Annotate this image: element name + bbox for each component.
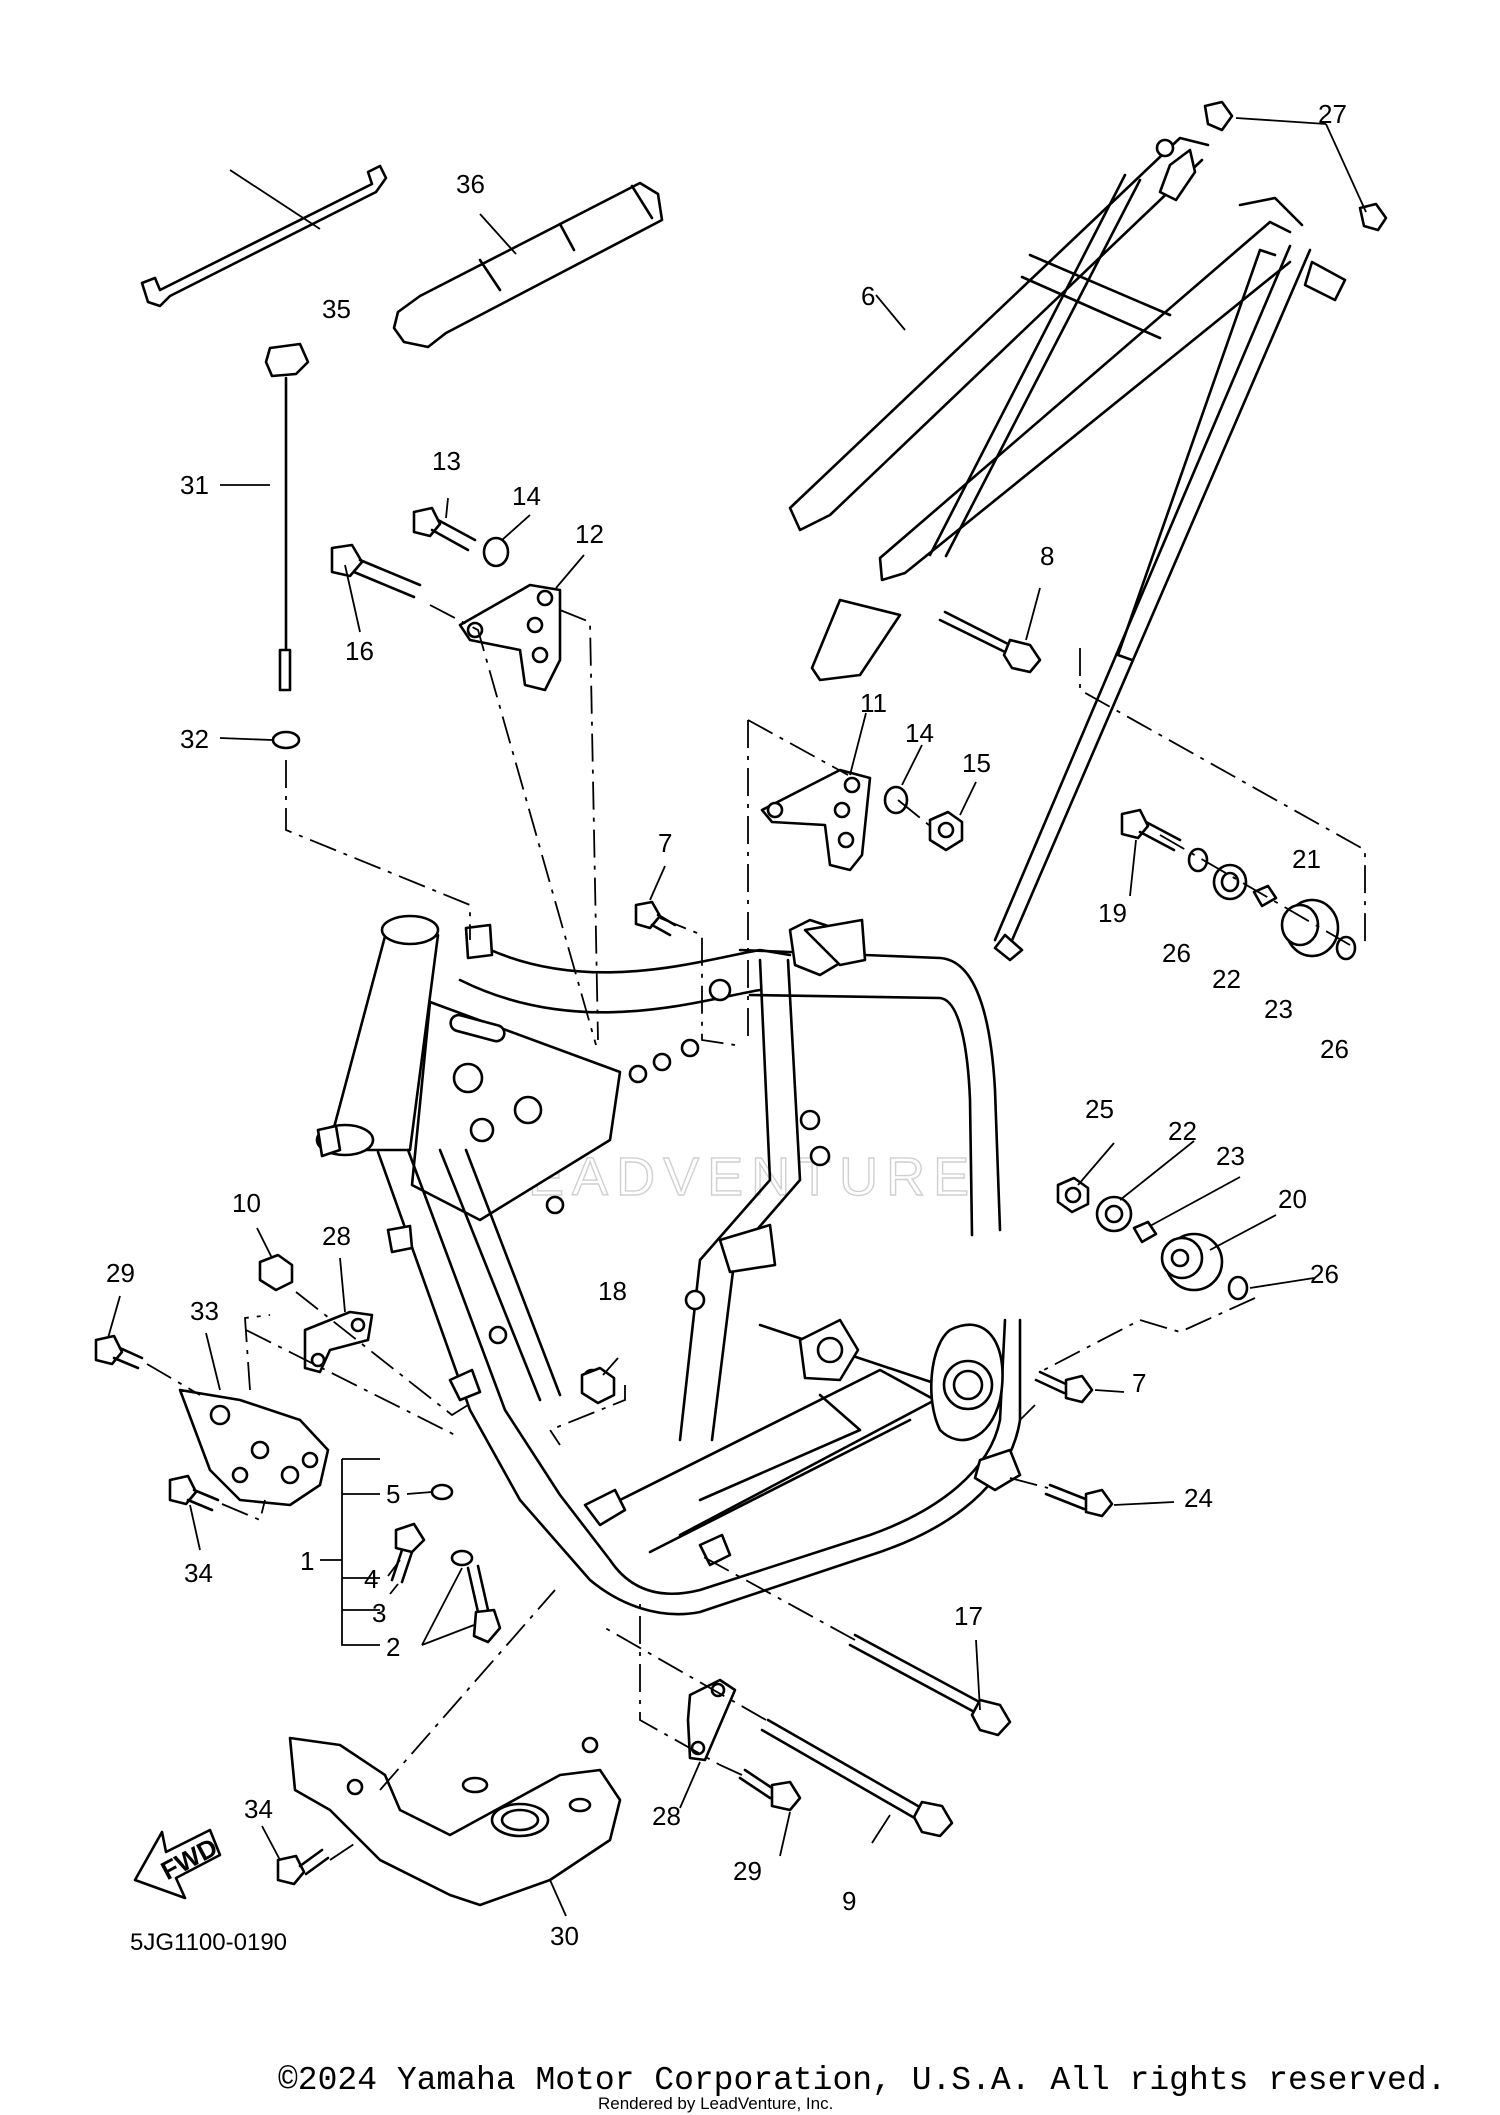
callout-2: 2 [386,1632,400,1662]
part-7-bolt-b[interactable] [1034,1370,1094,1404]
callout-34a: 34 [184,1558,213,1588]
part-34-bolt-b[interactable] [276,1848,330,1886]
callout-33: 33 [190,1296,219,1326]
fwd-arrow-icon: FWD [133,1828,222,1900]
part-19-bolt[interactable] [1120,808,1182,852]
callout-labels: 27 6 36 35 31 13 14 12 16 8 32 11 14 15 … [106,99,1349,1956]
callout-7a: 7 [658,828,672,858]
part-24-bolt[interactable] [1044,1483,1114,1518]
part-33-guard[interactable] [178,1388,330,1507]
part-2-bolt[interactable] [466,1564,502,1644]
callout-16: 16 [345,636,374,666]
callout-14a: 14 [512,481,541,511]
callout-30: 30 [550,1921,579,1951]
callout-29b: 29 [106,1258,135,1288]
part-20-bushing[interactable] [1160,1232,1224,1292]
part-28-bracket[interactable] [686,1678,737,1762]
part-13-bolt[interactable] [412,506,477,552]
callout-5: 5 [386,1479,400,1509]
callout-10: 10 [232,1188,261,1218]
part-31-dipstick[interactable] [264,342,310,692]
callout-35: 35 [322,294,351,324]
part-35-wrench[interactable] [140,164,388,308]
callout-8: 8 [1040,541,1054,571]
part-36-plug-wrench[interactable] [392,181,664,349]
callout-26c: 26 [1310,1259,1339,1289]
main-frame[interactable] [315,914,1022,1616]
part-5-washer[interactable] [430,1483,454,1501]
part-21-bushing[interactable] [1280,898,1340,958]
part-22-bushing[interactable] [1212,863,1248,901]
callout-1: 1 [300,1546,314,1576]
callout-22a: 22 [1212,964,1241,994]
part-9-bolt[interactable] [760,1718,954,1838]
callout-28b: 28 [322,1221,351,1251]
callout-13: 13 [432,446,461,476]
callout-18: 18 [598,1276,627,1306]
callout-36: 36 [456,169,485,199]
callout-26b: 26 [1320,1034,1349,1064]
part-25-nut[interactable] [1056,1176,1090,1214]
callout-9: 9 [842,1886,856,1916]
callout-22b: 22 [1168,1116,1197,1146]
callout-31: 31 [180,470,209,500]
callout-32: 32 [180,724,209,754]
part-34-bolt[interactable] [168,1474,220,1512]
callout-11: 11 [860,688,887,718]
part-8-bolt[interactable] [938,610,1042,674]
leader-lines [107,117,1367,1917]
copyright-notice: ©2024 Yamaha Motor Corporation, U.S.A. A… [278,2062,1447,2099]
callout-7b: 7 [1132,1368,1146,1398]
part-7-bolt[interactable] [634,900,677,937]
callout-26a: 26 [1162,938,1191,968]
callout-29a: 29 [733,1856,762,1886]
callout-3: 3 [372,1598,386,1628]
part-14-washer[interactable] [482,536,510,568]
part-11-engine-bracket[interactable] [760,768,872,872]
part-10-nut[interactable] [258,1253,294,1292]
part-28-bracket-b[interactable] [303,1310,374,1374]
callout-25: 25 [1085,1094,1114,1124]
part-26-washer-c[interactable] [1227,1275,1249,1301]
part-23-collar-b[interactable] [1132,1220,1158,1244]
part-32-washer[interactable] [271,730,301,750]
callout-23b: 23 [1216,1141,1245,1171]
part-29-bolt-b[interactable] [94,1334,144,1370]
part-14-washer-b[interactable] [883,785,909,815]
callout-24: 24 [1184,1483,1213,1513]
part-3-washer[interactable] [450,1549,474,1567]
callout-27: 27 [1318,99,1347,129]
callout-19: 19 [1098,898,1127,928]
callout-34b: 34 [244,1794,273,1824]
callout-4: 4 [364,1564,378,1594]
callout-17: 17 [954,1601,983,1631]
part-15-nut[interactable] [928,810,964,852]
callout-20: 20 [1278,1184,1307,1214]
callout-12: 12 [575,519,604,549]
callout-6: 6 [861,281,875,311]
part-4-bolt[interactable] [390,1522,426,1584]
callout-15: 15 [962,748,991,778]
callout-23a: 23 [1264,994,1293,1024]
part-29-bolt[interactable] [738,1768,802,1812]
part-18-nut[interactable] [580,1366,616,1405]
part-17-bolt[interactable] [848,1633,1012,1737]
callout-21: 21 [1292,844,1321,874]
callout-28a: 28 [652,1801,681,1831]
part-26-washer-b[interactable] [1335,935,1357,961]
part-6-rear-subframe[interactable] [788,136,1347,962]
part-22-bushing-b[interactable] [1095,1195,1133,1233]
callout-14b: 14 [905,718,934,748]
assembly-lines [146,604,1366,1861]
rendered-by-notice: Rendered by LeadVenture, Inc. [598,2094,834,2113]
part-12-engine-bracket[interactable] [458,583,562,692]
part-27-cap[interactable] [1203,100,1388,232]
diagram-code: 5JG1100-0190 [130,1929,287,1956]
part-16-bolt[interactable] [330,543,422,599]
part-30-skid-plate[interactable] [288,1736,622,1907]
